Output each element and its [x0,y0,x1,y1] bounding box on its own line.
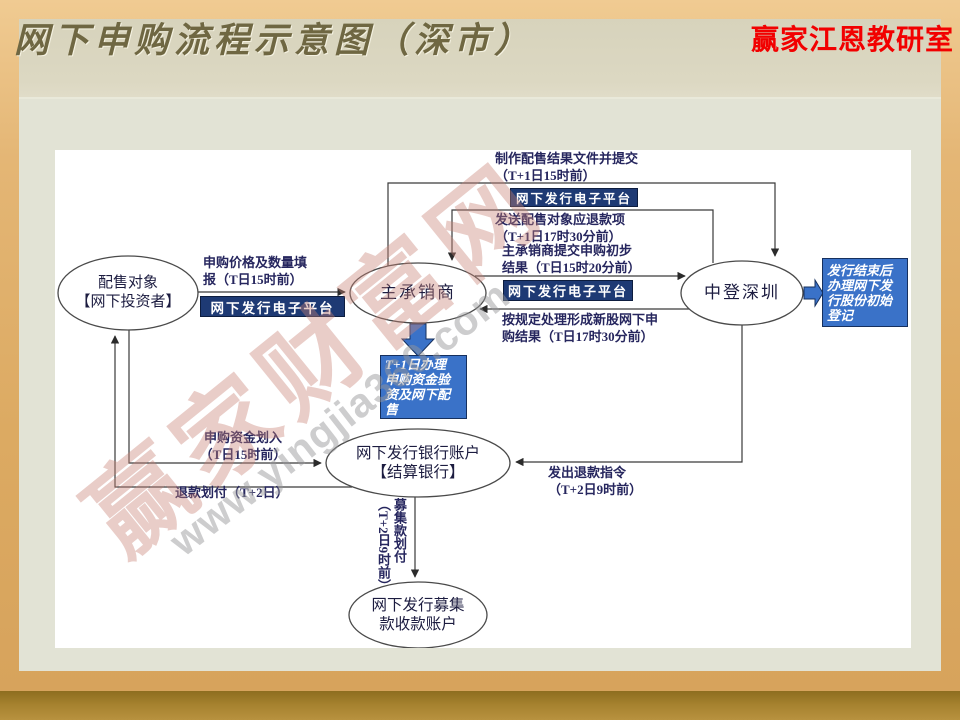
node-bank-shape [325,428,511,498]
node-csdc-label: 中登深圳 [704,283,780,303]
label-submit-prelim-line2: 结果（T日15时20分前） [502,260,641,275]
label-send-refund-line1: 发送配售对象应退款项 [495,212,626,227]
label-process-result-line2: 购结果（T日17时30分前） [502,329,654,344]
node-csdc-shape [680,260,804,326]
edge-refund-order [515,324,743,467]
node-underwriter: 主承销商 [350,263,486,323]
verify-box-line4: 售 [385,402,399,417]
node-bank-line1: 网下发行银行账户 [355,444,480,462]
edge-send-refund [447,209,714,263]
node-collector: 网下发行募集 款收款账户 [349,582,487,648]
label-make-file: 制作配售结果文件并提交 （T+1日15时前） [495,150,638,184]
label-process-result-line1: 按规定处理形成新股网下申 [502,312,659,327]
node-investor: 配售对象 【网下投资者】 [58,256,198,330]
label-submit-prelim-line1: 主承销商提交申购初步 [502,243,633,258]
node-bank-line2: 【结算银行】 [371,464,465,481]
bottom-wood-bar [0,691,960,720]
node-investor-line1: 配售对象 [97,275,158,292]
header-band [19,19,941,99]
label-price-qty-line1: 申购价格及数量填 [203,255,308,270]
node-investor-line2: 【网下投资者】 [75,294,181,310]
label-price-qty-line2: 报（T日15时前） [203,272,303,287]
node-collector-line2: 款收款账户 [379,616,457,633]
edge-funds-in [128,329,322,468]
label-refund-order-line1: 发出退款指令 [548,465,627,480]
node-underwriter-shape [349,262,487,324]
node-bank: 网下发行银行账户 【结算银行】 [326,429,510,497]
verify-box-line2: 申购资金验 [385,372,451,387]
edge-make-file [387,182,780,266]
label-send-refund-line2: （T+1日17时30分前） [495,229,622,244]
verify-box-line1: T+1日办理 [385,357,446,372]
register-box-line1: 发行结束后 [827,262,893,278]
register-box: 发行结束后 办理网下发 行股份初始 登记 [822,258,908,327]
verify-box-line3: 资及网下配 [385,387,451,402]
label-funds-in-line1: 申购资金划入 [203,430,282,445]
diagram-connectors [57,182,824,648]
node-collector-shape [348,581,488,648]
label-refund-pay: 退款划付（T+2日） [175,484,289,501]
label-refund-order: 发出退款指令 （T+2日9时前） [548,464,642,498]
platform-badge-top: 网下发行电子平台 [510,188,638,207]
brand-watermark-text: 赢家江恩教研室 [750,25,954,56]
thick-arrow-right [803,278,824,308]
label-make-file-line1: 制作配售结果文件并提交 [495,151,639,166]
platform-badge-left: 网下发行电子平台 [200,296,345,317]
label-refund-order-line2: （T+2日9时前） [548,482,643,497]
label-price-qty: 申购价格及数量填 报（T日15时前） [203,254,307,288]
label-funds-in: 申购资金划入 （T日15时前） [188,429,298,463]
thick-arrow-down [400,323,436,357]
label-refund-pay-line1: 退款划付（T+2日） [175,485,289,500]
register-box-line2: 办理网下发 [827,277,893,293]
label-raise-pay-line1: 募集款划付 [392,498,407,563]
node-investor-shape [57,255,199,331]
label-process-result: 按规定处理形成新股网下申 购结果（T日17时30分前） [502,311,658,345]
flowchart-panel: 配售对象 【网下投资者】 主承销商 中登深圳 网下发行银行账户 【结算银行】 网… [55,150,911,648]
platform-badge-middle: 网下发行电子平台 [503,280,633,301]
register-box-line3: 行股份初始 [827,292,893,308]
register-box-line4: 登记 [827,307,854,323]
label-funds-in-line2: （T日15时前） [199,447,287,462]
label-submit-prelim: 主承销商提交申购初步 结果（T日15时20分前） [502,242,641,276]
verify-box: T+1日办理 申购资金验 资及网下配 售 [380,355,467,419]
node-collector-line1: 网下发行募集 [371,596,465,614]
label-raise-pay-line2: （T+2日9时前） [376,498,391,593]
label-send-refund: 发送配售对象应退款项 （T+1日17时30分前） [495,211,625,245]
page-title: 网下申购流程示意图（深市） [14,21,535,60]
label-raise-pay: 募集款划付 （T+2日9时前） [375,498,407,648]
edge-refund-pay [110,335,352,488]
node-csdc: 中登深圳 [682,261,802,325]
label-make-file-line2: （T+1日15时前） [495,168,596,183]
node-underwriter-label: 主承销商 [380,283,456,303]
